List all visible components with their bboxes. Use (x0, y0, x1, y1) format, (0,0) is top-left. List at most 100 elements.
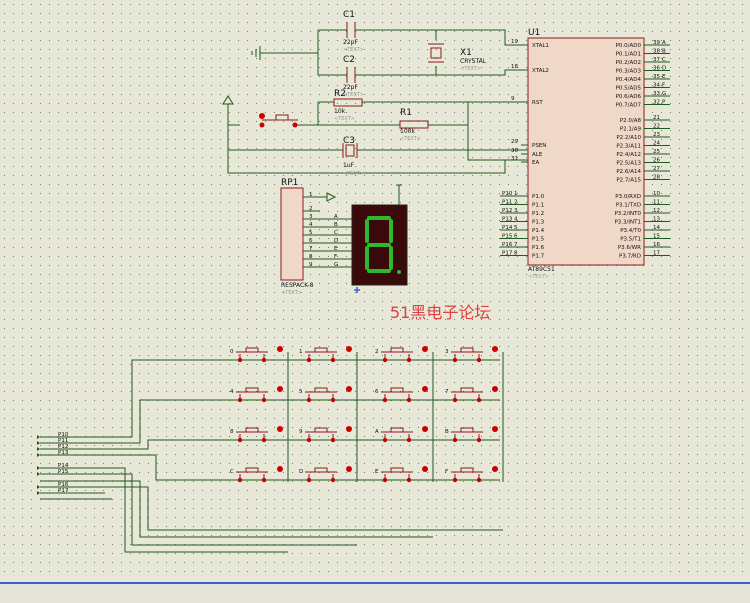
reset-button-switch[interactable] (259, 113, 298, 128)
rp1-pin-num-3: 3 (309, 214, 313, 220)
capacitor-c2[interactable]: C2 22pF <TEXT> (343, 55, 364, 98)
keypad-key-6[interactable]: 6 (375, 386, 428, 403)
u1-pin-num-5: 5 (514, 225, 518, 231)
keypad-key-5[interactable]: 5 (299, 386, 352, 403)
seven-segment-display[interactable] (351, 184, 408, 293)
keypad-key-label-4: 4 (230, 389, 234, 395)
u1-pin-name-p0-5: P0.5/AD5 (616, 86, 642, 92)
u1-pin-num-13: 13 (653, 217, 660, 223)
u1-microcontroller[interactable]: U1 AT89C51 <TEXT> 19XTAL118XTAL29RST29PS… (500, 28, 670, 280)
u1-pin-num-19: 19 (511, 39, 518, 45)
u1-pin-name-p3-7: P3.7/RD (619, 254, 641, 260)
u1-pin-num-12: 12 (653, 208, 660, 214)
keypad-key-8[interactable]: 8 (230, 426, 283, 443)
keypad-key-F[interactable]: F (445, 466, 498, 483)
keypad-key-7[interactable]: 7 (445, 386, 498, 403)
keypad-key-2[interactable]: 2 (375, 346, 428, 363)
r1-ref-label: R1 (400, 108, 412, 118)
keypad-key-A[interactable]: A (375, 426, 428, 443)
u1-pin-num-14: 14 (653, 225, 660, 231)
segment-net-label-C: C (334, 230, 338, 236)
keypad-net-label-P10: P10 (58, 432, 69, 438)
bus-row-wire-3 (40, 454, 213, 481)
keypad-key-9[interactable]: 9 (299, 426, 352, 443)
net-arrow-P11 (37, 441, 40, 445)
u1-pin-name-p2-5: P2.5/A13 (616, 161, 641, 167)
keypad-key-4[interactable]: 4 (230, 386, 283, 403)
u1-pin-name-p1-7: P1.7 (532, 254, 545, 260)
u1-pin-name-p0-3: P0.3/AD3 (616, 69, 642, 75)
segment-net-label-F: F (334, 254, 337, 260)
keypad-key-D[interactable]: D (299, 466, 352, 483)
rp1-pin-num-7: 7 (309, 246, 313, 252)
u1-pin-num-35: 35 (653, 74, 660, 80)
u1-net-label-P12: P12 (502, 208, 512, 214)
resistor-r1[interactable]: R1 100k <TEXT> (399, 108, 429, 142)
net-arrow-P10 (37, 435, 40, 439)
u1-pin-num-37: 37 (653, 57, 660, 63)
u1-pin-name-p3-6: P3.6/WR (618, 245, 641, 251)
rp1-pin-num-4: 4 (309, 222, 313, 228)
keypad-key-label-0: 0 (230, 349, 234, 355)
u1-net-label-p0-0: A (662, 40, 666, 46)
u1-pin-num-1: 1 (514, 191, 518, 197)
capacitor-c3[interactable]: C3 1uF <TEXT> (342, 136, 364, 177)
keypad-net-label-P16: P16 (58, 482, 69, 488)
u1-pin-num-29: 29 (511, 139, 518, 145)
u1-pin-name-p1-2: P1.2 (532, 211, 544, 217)
clock-reset-wires (227, 29, 528, 174)
u1-net-label-p0-4: E (662, 74, 666, 80)
u1-pin-num-3: 3 (514, 208, 518, 214)
u1-pin-name-p2-6: P2.6/A14 (616, 169, 641, 175)
ground-symbol (251, 46, 261, 60)
keypad-key-C[interactable]: C (230, 466, 283, 483)
u1-net-label-P17: P17 (502, 251, 513, 257)
keypad-net-label-P13: P13 (58, 450, 69, 456)
u1-value-label: AT89C51 (528, 266, 555, 273)
rp1-pin-num-1: 1 (309, 192, 313, 198)
keypad-key-0[interactable]: 0 (230, 346, 283, 363)
bus-col-wire-3 (40, 486, 503, 531)
keypad-key-E[interactable]: E (375, 466, 428, 483)
u1-net-label-p0-7: P (662, 100, 666, 106)
capacitor-c1[interactable]: C1 22pF <TEXT> (343, 10, 364, 53)
keypad-key-label-B: B (445, 429, 449, 435)
u1-net-label-P14: P14 (502, 225, 513, 231)
keypad-key-B[interactable]: B (445, 426, 498, 443)
keypad-key-3[interactable]: 3 (445, 346, 498, 363)
u1-pin-num-32: 32 (653, 100, 660, 106)
c3-text-placeholder: <TEXT> (343, 171, 364, 177)
u1-pin-num-4: 4 (514, 217, 518, 223)
u1-net-label-p0-5: F (662, 83, 665, 89)
u1-pin-num-16: 16 (653, 242, 660, 248)
u1-pin-name-19: XTAL1 (532, 43, 549, 49)
segment-net-label-B: B (334, 222, 338, 228)
u1-pin-name-p1-1: P1.1 (532, 203, 544, 209)
u1-pin-name-29: PSEN (532, 143, 546, 149)
c2-value-label: 22pF (343, 84, 358, 91)
r1-value-label: 100k (400, 128, 415, 135)
keypad-key-1[interactable]: 1 (299, 346, 352, 363)
u1-net-label-p0-2: C (662, 57, 666, 63)
u1-net-label-P10: P10 (502, 191, 513, 197)
u1-pin-name-p1-3: P1.3 (532, 220, 545, 226)
crystal-x1[interactable]: X1 CRYSTAL <TEXT> (428, 43, 487, 72)
u1-pin-name-p2-2: P2.2/A10 (616, 135, 641, 141)
u1-net-label-P13: P13 (502, 217, 513, 223)
keypad-net-label-P12: P12 (58, 444, 68, 450)
u1-pin-name-30: ALE (532, 152, 543, 158)
u1-pin-name-p0-7: P0.7/AD7 (616, 103, 642, 109)
u1-pin-name-p0-2: P0.2/AD2 (616, 60, 641, 66)
x1-value-label: CRYSTAL (460, 58, 487, 65)
u1-pin-num-30: 30 (511, 148, 518, 154)
u1-pin-num-17: 17 (653, 251, 660, 257)
watermark-text: 51黑电子论坛 (390, 303, 490, 322)
u1-pin-name-p2-1: P2.1/A9 (620, 127, 642, 133)
resistor-r2[interactable]: R2 10k <TEXT> (333, 89, 363, 122)
rp1-ref-label: RP1 (281, 178, 298, 188)
u1-pin-num-22: 22 (653, 124, 660, 130)
u1-pin-num-18: 18 (511, 64, 518, 70)
c1-text-placeholder: <TEXT> (343, 47, 364, 53)
